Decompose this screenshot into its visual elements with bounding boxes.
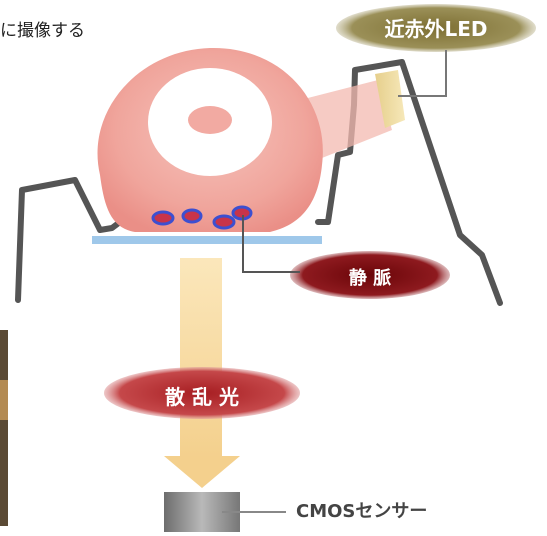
led-badge [336,4,536,52]
scatter-badge [104,367,300,419]
photo-strip [0,330,8,526]
finger-bone-core [188,106,232,134]
led-body [375,70,405,128]
led-label: 近赤外LED [384,17,488,41]
vein-badge [290,251,450,299]
veins [151,205,253,230]
photo-strip-highlight [0,380,8,420]
vein-label: 静 脈 [348,268,392,289]
sensor-label: CMOSセンサー [296,501,428,522]
scatter-arrow-head [164,456,240,488]
glass-plate [92,236,322,244]
header-text: に撮像する [0,21,85,41]
led-leader-line [398,50,447,97]
scatter-beam [180,258,222,458]
vein-leader-line [242,215,300,273]
scatter-label: 散 乱 光 [165,385,239,409]
